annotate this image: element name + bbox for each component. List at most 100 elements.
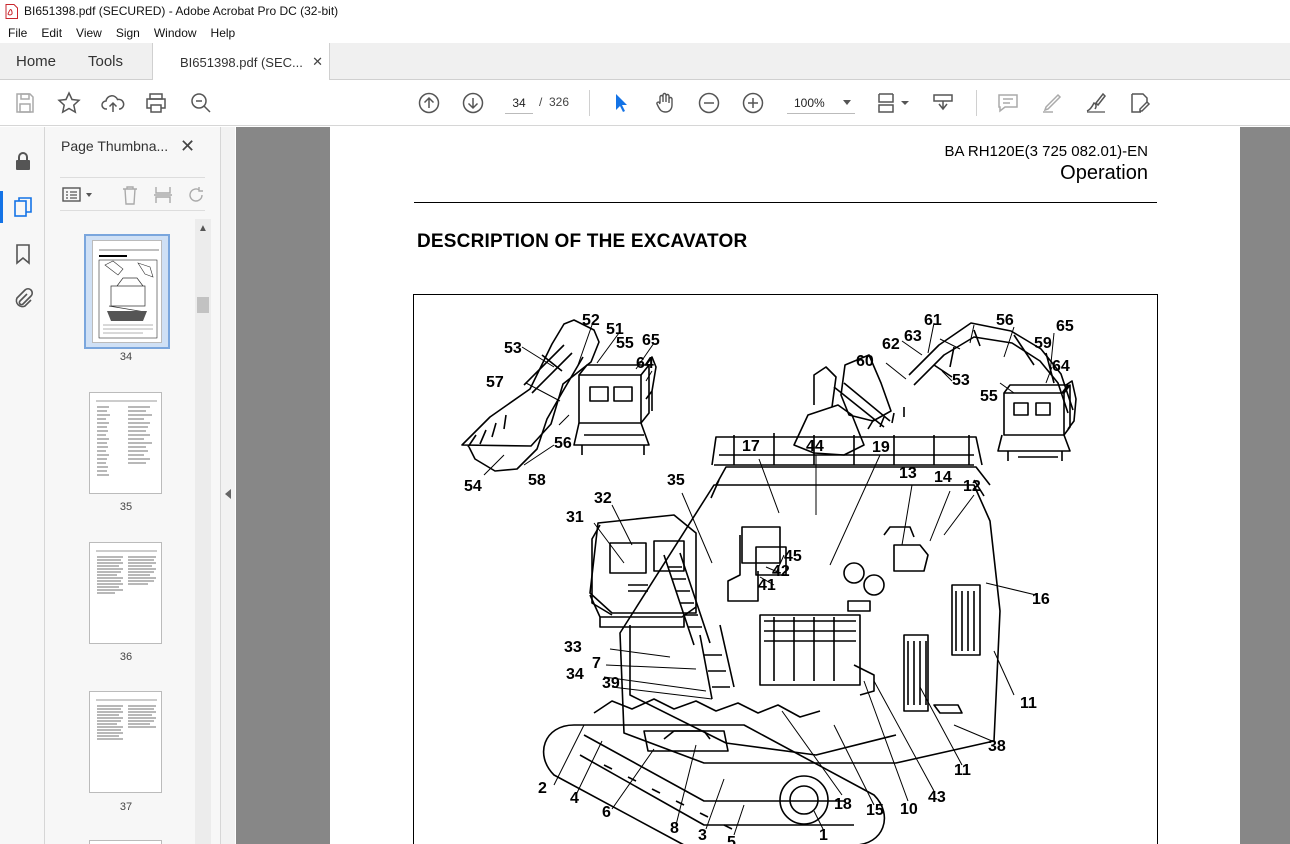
- toolbar-divider: [589, 90, 590, 116]
- zoom-search-icon[interactable]: [189, 91, 213, 115]
- callout-64: 64: [1052, 358, 1070, 375]
- lock-icon[interactable]: [11, 149, 35, 173]
- sign-icon[interactable]: [1084, 91, 1108, 115]
- callout-58: 58: [528, 472, 546, 489]
- document-view[interactable]: BA RH120E(3 725 082.01)-EN Operation DES…: [236, 127, 1290, 844]
- callout-2: 2: [538, 780, 547, 797]
- main-toolbar: 34 / 326 100%: [0, 80, 1290, 126]
- split-page-icon[interactable]: [153, 185, 173, 210]
- select-pointer-icon[interactable]: [609, 91, 633, 115]
- highlight-icon[interactable]: [1040, 91, 1064, 115]
- thumbnails-panel: Page Thumbna... ✕ 34: [45, 127, 220, 844]
- title-bar: BI651398.pdf (SECURED) - Adobe Acrobat P…: [0, 0, 1290, 22]
- callout-14: 14: [934, 469, 952, 486]
- page-number-input[interactable]: 34: [505, 92, 533, 114]
- zoom-out-icon[interactable]: [697, 91, 721, 115]
- callout-11: 11: [1020, 695, 1037, 712]
- callout-44: 44: [806, 438, 824, 455]
- callout-59: 59: [1034, 335, 1052, 352]
- acrobat-pdf-icon: [5, 3, 18, 19]
- menu-help[interactable]: Help: [210, 25, 236, 40]
- panel-collapse-handle[interactable]: [220, 127, 235, 844]
- scroll-up-icon[interactable]: ▲: [198, 223, 208, 234]
- callout-62: 62: [882, 336, 900, 353]
- callout-35: 35: [667, 472, 685, 489]
- thumbnail-35[interactable]: [89, 392, 162, 494]
- tab-home[interactable]: Home: [16, 53, 57, 70]
- thumbnail-label: 37: [119, 801, 133, 813]
- collapse-arrow-icon: [225, 489, 231, 499]
- callout-34: 34: [566, 666, 584, 683]
- pdf-page: BA RH120E(3 725 082.01)-EN Operation DES…: [330, 127, 1240, 844]
- callout-63: 63: [904, 328, 922, 345]
- bookmark-icon[interactable]: [11, 242, 35, 266]
- tab-bar: Home Tools BI651398.pdf (SEC... ✕: [0, 43, 1290, 81]
- comment-icon[interactable]: [996, 91, 1020, 115]
- callout-labels: 52 51 65 53 55 64 57 56 58 54 61 56 65 6…: [464, 312, 1074, 844]
- chevron-down-icon: [843, 100, 851, 105]
- page-up-icon[interactable]: [417, 91, 441, 115]
- callout-57: 57: [486, 374, 504, 391]
- callout-8: 8: [670, 820, 679, 837]
- menu-sign[interactable]: Sign: [115, 25, 140, 40]
- thumbnail-37[interactable]: [89, 691, 162, 793]
- document-title: DESCRIPTION OF THE EXCAVATOR: [417, 231, 748, 252]
- hand-icon[interactable]: [653, 91, 677, 115]
- callout-61: 61: [924, 312, 942, 329]
- zoom-in-icon[interactable]: [741, 91, 765, 115]
- print-icon[interactable]: [144, 91, 168, 115]
- panel-title: Page Thumbna...: [61, 138, 169, 154]
- bookmark-star-icon[interactable]: [57, 91, 81, 115]
- tab-document[interactable]: BI651398.pdf (SEC... ✕: [152, 43, 330, 81]
- callout-56: 56: [996, 312, 1014, 329]
- scroll-mode-icon[interactable]: [931, 91, 955, 115]
- zoom-level-select[interactable]: 100%: [787, 92, 855, 114]
- rotate-page-icon[interactable]: [187, 185, 205, 210]
- callout-54: 54: [464, 478, 482, 495]
- close-panel-icon[interactable]: ✕: [180, 136, 196, 156]
- header-rule: [414, 202, 1157, 203]
- menu-window[interactable]: Window: [153, 25, 197, 40]
- attachment-icon[interactable]: [11, 287, 35, 311]
- upload-icon[interactable]: [101, 91, 125, 115]
- save-icon[interactable]: [13, 91, 37, 115]
- callout-41: 41: [758, 577, 776, 594]
- excavator-drawing: 52 51 65 53 55 64 57 56 58 54 61 56 65 6…: [461, 312, 1077, 844]
- edit-pdf-icon[interactable]: [1128, 91, 1152, 115]
- callout-1: 1: [819, 827, 828, 844]
- thumbnail-34[interactable]: [84, 234, 170, 349]
- page-fit-icon[interactable]: [875, 91, 911, 115]
- thumbnail-36[interactable]: [89, 542, 162, 644]
- page-down-icon[interactable]: [461, 91, 485, 115]
- callout-64: 64: [636, 355, 654, 372]
- callout-33: 33: [564, 639, 582, 656]
- thumbnail-page-image: [92, 240, 162, 343]
- callout-42: 42: [772, 563, 790, 580]
- callout-16: 16: [1032, 591, 1050, 608]
- callout-65: 65: [642, 332, 660, 349]
- callout-12: 12: [963, 478, 981, 495]
- close-tab-icon[interactable]: ✕: [312, 54, 323, 69]
- thumbnail-options-icon[interactable]: [62, 185, 96, 210]
- page-total: 326: [549, 95, 570, 109]
- callout-19: 19: [872, 439, 890, 456]
- callout-10: 10: [900, 801, 918, 818]
- menu-file[interactable]: File: [8, 25, 28, 40]
- navigation-rail: [0, 127, 45, 844]
- tab-tools[interactable]: Tools: [88, 53, 124, 70]
- menu-edit[interactable]: Edit: [41, 25, 63, 40]
- callout-52: 52: [582, 312, 600, 329]
- thumbnail-scrollbar[interactable]: ▲: [195, 219, 211, 844]
- scrollbar-thumb[interactable]: [197, 297, 209, 313]
- menu-view[interactable]: View: [76, 25, 102, 40]
- tab-document-label: BI651398.pdf (SEC...: [180, 54, 303, 70]
- page-thumbnails-icon[interactable]: [0, 191, 35, 223]
- thumbnail-38-partial[interactable]: [89, 840, 162, 844]
- callout-17: 17: [742, 438, 760, 455]
- callout-13: 13: [899, 465, 917, 482]
- window-title: BI651398.pdf (SECURED) - Adobe Acrobat P…: [24, 4, 339, 18]
- excavator-figure: 52 51 65 53 55 64 57 56 58 54 61 56 65 6…: [413, 294, 1158, 844]
- zoom-level-value: 100%: [794, 95, 825, 110]
- callout-38: 38: [988, 738, 1006, 755]
- delete-page-icon[interactable]: [120, 185, 140, 210]
